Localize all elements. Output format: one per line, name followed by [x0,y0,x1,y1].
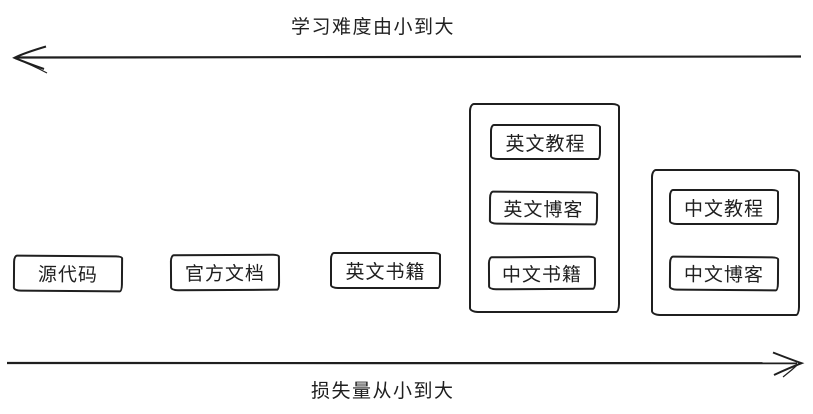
node-chinese-blogs-label: 中文博客 [683,264,765,287]
node-chinese-tutorials-label: 中文教程 [683,198,764,220]
node-english-blogs: 英文博客 [488,190,599,226]
node-chinese-books: 中文书籍 [487,255,597,291]
bottom-axis-label: 损失量从小到大 [311,381,455,402]
node-english-books: 英文书籍 [330,252,441,289]
node-english-tutorials: 英文教程 [490,124,601,160]
left-arrow [12,45,802,74]
node-chinese-books-label: 中文书籍 [501,264,583,286]
node-chinese-tutorials: 中文教程 [669,189,779,225]
node-official-docs: 官方文档 [169,253,281,292]
node-source-code-label: 源代码 [37,264,99,287]
node-english-books-label: 英文书籍 [345,262,426,283]
top-axis-label: 学习难度由小到大 [291,17,456,38]
node-source-code: 源代码 [12,254,124,293]
node-english-tutorials-label: 英文教程 [505,133,586,155]
node-official-docs-label: 官方文档 [184,263,266,286]
group-english-advanced: 英文教程 英文博客 中文书籍 [469,103,620,313]
group-chinese-easy: 中文教程 中文博客 [651,169,800,316]
node-english-blogs-label: 英文博客 [503,199,584,221]
right-arrow [6,351,805,378]
node-chinese-blogs: 中文博客 [668,255,780,292]
